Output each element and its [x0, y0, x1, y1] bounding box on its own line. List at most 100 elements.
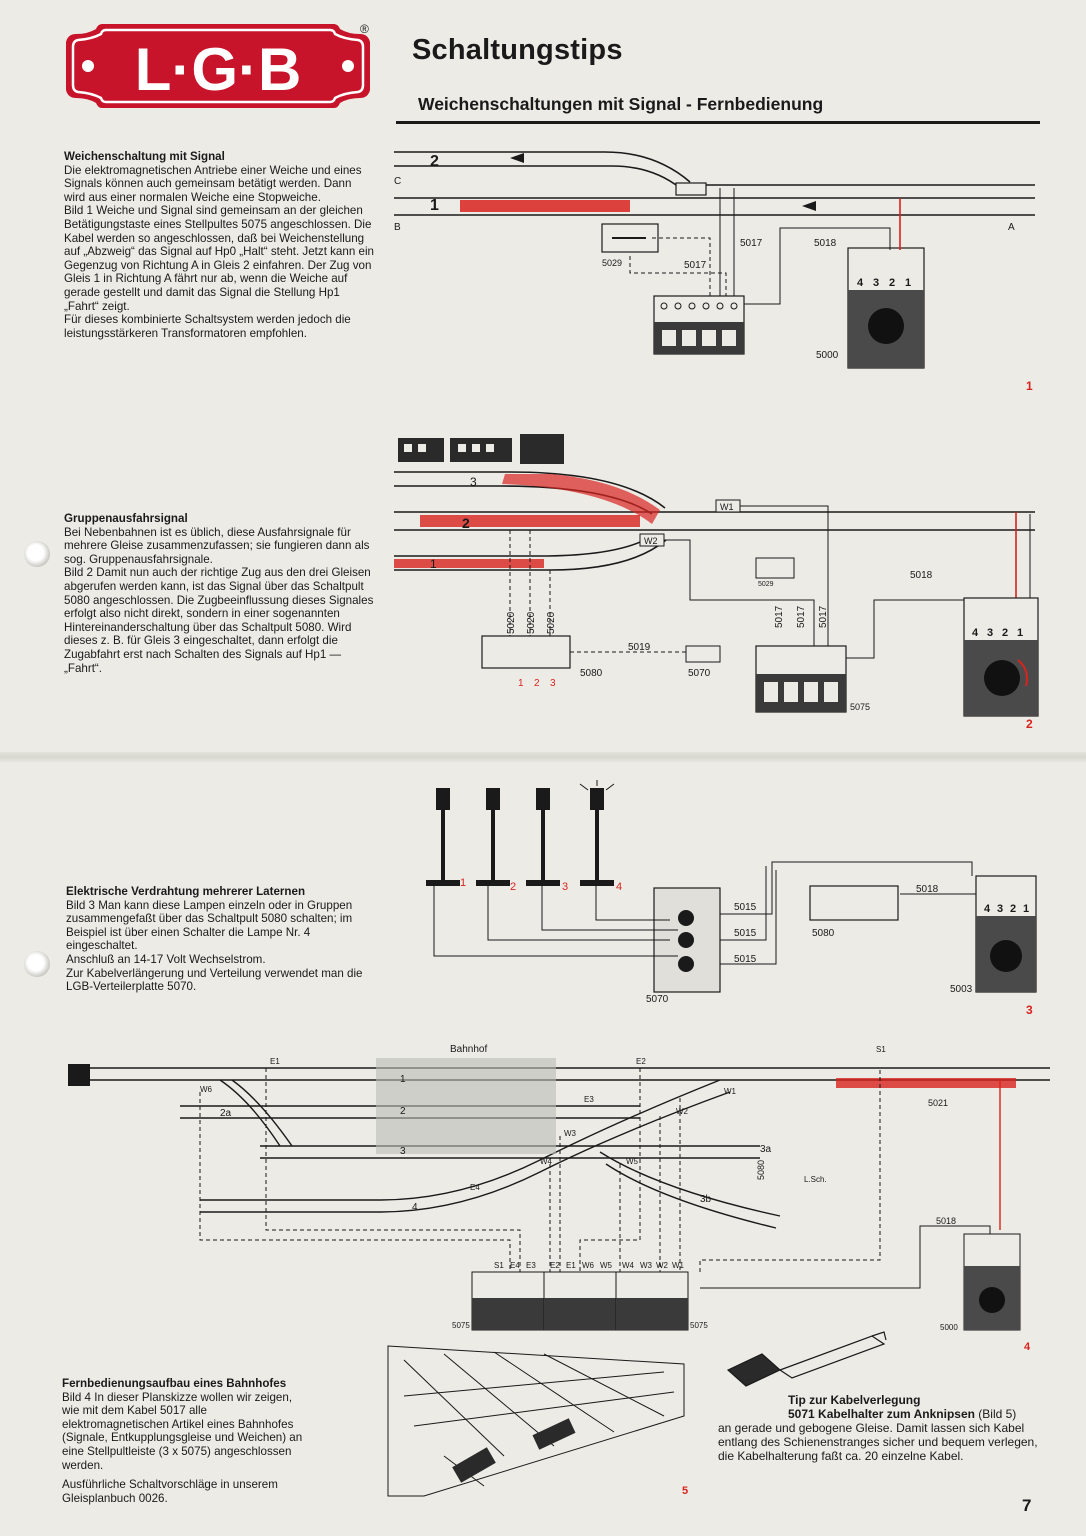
cable-label: 5015 — [734, 928, 757, 939]
cable-label: 5017 — [684, 260, 707, 271]
track-label: 2 — [462, 515, 470, 531]
device-label: 5000 — [816, 350, 839, 361]
lgb-logo: L·G·B — [66, 24, 370, 108]
terminal-number: 3 — [997, 903, 1003, 915]
paragraph: Bild 1 Weiche und Signal sind gemeinsam … — [64, 204, 374, 313]
cable-label: 5017 — [740, 238, 763, 249]
section-bahnhof: Fernbedienungsaufbau eines Bahnhofes Bil… — [62, 1377, 310, 1505]
page-title: Schaltungstips — [412, 34, 623, 66]
device-label: 5080 — [812, 928, 835, 939]
device-label: 5075 — [452, 1321, 470, 1330]
figure-4-diagram: Bahnhof 1 2 2a 3 3a 3b 4 E1 E2 E3 E4 W1 … — [68, 1044, 1050, 1353]
item-label: E4 — [470, 1183, 480, 1192]
item-label: W2 — [676, 1107, 689, 1116]
item-label: E3 — [584, 1095, 594, 1104]
paragraph: Anschluß an 14-17 Volt Wechselstrom. — [66, 952, 266, 966]
panel-terminal: W4 — [622, 1261, 635, 1270]
paragraph: Bei Nebenbahnen ist es üblich, diese Aus… — [64, 525, 370, 566]
logo-text: L·G·B — [135, 36, 302, 103]
panel-terminal: S1 — [494, 1261, 504, 1270]
terminal-number: 4 — [984, 903, 991, 915]
track-label: 1 — [400, 1074, 406, 1085]
device-label: 5003 — [950, 984, 973, 995]
section-heading: Fernbedienungsaufbau eines Bahnhofes — [62, 1377, 287, 1390]
item-label: W5 — [626, 1157, 639, 1166]
figure-number: 5 — [682, 1485, 688, 1497]
page-number: 7 — [1022, 1496, 1032, 1515]
panel-terminal: E2 — [550, 1261, 560, 1270]
tip-text: an gerade und gebogene Gleise. Damit las… — [718, 1421, 1038, 1463]
item-label: W3 — [564, 1129, 577, 1138]
device-label: 5029 — [758, 581, 774, 588]
cable-label: 5017 — [774, 605, 785, 628]
item-label: W6 — [200, 1085, 213, 1094]
cable-label: 5080 — [756, 1160, 766, 1180]
track-label: A — [1008, 222, 1015, 233]
terminal-number: 3 — [873, 277, 879, 289]
panel-terminal: W5 — [600, 1261, 613, 1270]
figure-number: 2 — [1026, 717, 1033, 731]
terminal-number: 2 — [1002, 627, 1008, 639]
cable-label: 5018 — [916, 884, 939, 895]
track-label: 3 — [400, 1146, 406, 1157]
device-label: 5080 — [580, 668, 603, 679]
panel-terminal: W6 — [582, 1261, 595, 1270]
device-label: 5075 — [690, 1321, 708, 1330]
tip-product-label: 5071 Kabelhalter zum Anknipsen — [788, 1407, 975, 1421]
punch-hole — [24, 951, 50, 977]
panel-terminal: W2 — [656, 1261, 669, 1270]
turnout-label: W1 — [720, 502, 734, 512]
item-label: W1 — [724, 1087, 737, 1096]
section-laternen: Elektrische Verdrahtung mehrerer Laterne… — [66, 885, 366, 994]
header-rule — [396, 121, 1040, 124]
terminal-number: 1 — [1023, 903, 1029, 915]
item-label: E2 — [636, 1057, 646, 1066]
cable-label: 5018 — [936, 1216, 956, 1226]
tip-heading: Tip zur Kabelverlegung — [788, 1393, 921, 1407]
cable-label: 5020 — [506, 611, 517, 634]
figure-2-diagram: 3 2 1 W1 W2 5020 5020 5020 5080 1 2 3 50… — [394, 434, 1039, 731]
device-label: 5070 — [688, 668, 711, 679]
item-label: W4 — [540, 1157, 553, 1166]
track-label: 2 — [430, 153, 439, 170]
lamp-number: 4 — [616, 881, 622, 893]
registered-mark: ® — [360, 22, 369, 36]
terminal-number: 2 — [1010, 903, 1016, 915]
cable-label: 5018 — [814, 238, 837, 249]
panel-terminal: W3 — [640, 1261, 653, 1270]
switch-number: 1 — [518, 678, 524, 689]
tip-product-ref: (Bild 5) — [974, 1407, 1017, 1421]
item-label: S1 — [876, 1045, 886, 1054]
page-fold — [0, 752, 1086, 762]
terminal-number: 4 — [972, 627, 979, 639]
station-label: Bahnhof — [450, 1044, 487, 1055]
track-label: 3 — [470, 475, 477, 489]
cable-label: 5017 — [818, 605, 829, 628]
cable-label: 5021 — [928, 1098, 948, 1108]
section-gruppenausfahrsignal: Gruppenausfahrsignal Bei Nebenbahnen ist… — [64, 512, 378, 675]
switch-number: 2 — [534, 678, 540, 689]
track-label: B — [394, 222, 401, 233]
track-label: 3b — [700, 1194, 712, 1205]
section-weichenschaltung: Weichenschaltung mit Signal Die elektrom… — [64, 150, 374, 340]
track-label: 1 — [430, 197, 439, 214]
paragraph: Bild 3 Man kann diese Lampen einzeln ode… — [66, 898, 353, 953]
track-label: 2a — [220, 1108, 232, 1119]
paragraph: Für dieses kombinierte Schaltsystem werd… — [64, 313, 351, 340]
cable-label: 5019 — [628, 642, 651, 653]
terminal-number: 4 — [857, 277, 864, 289]
figure-number: 1 — [1026, 379, 1033, 393]
terminal-number: 1 — [1017, 627, 1023, 639]
switch-number: 3 — [550, 678, 556, 689]
punch-hole — [24, 541, 50, 567]
paragraph: Zur Kabelverlängerung und Verteilung ver… — [66, 966, 363, 994]
device-label: 5000 — [940, 1323, 958, 1332]
terminal-number: 1 — [905, 277, 911, 289]
paragraph: Bild 4 In dieser Planskizze wollen wir z… — [62, 1390, 303, 1472]
terminal-number: 2 — [889, 277, 895, 289]
item-label: L.Sch. — [804, 1175, 827, 1184]
device-label: 5070 — [646, 994, 669, 1005]
cable-label: 5015 — [734, 954, 757, 965]
cable-label: 5018 — [910, 570, 933, 581]
figure-number: 4 — [1024, 1341, 1031, 1353]
